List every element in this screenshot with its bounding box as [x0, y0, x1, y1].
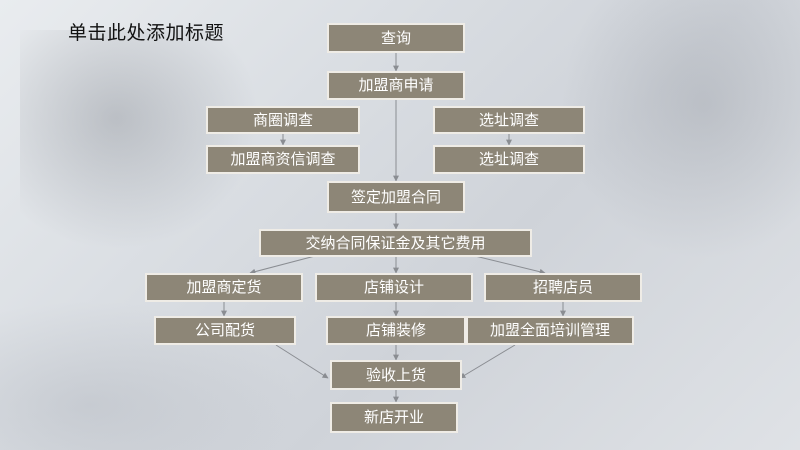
- step-store-decoration[interactable]: 店铺装修: [326, 316, 466, 345]
- slide-title[interactable]: 单击此处添加标题: [68, 22, 225, 44]
- step-recruit-staff[interactable]: 招聘店员: [484, 273, 642, 302]
- step-franchise-application[interactable]: 加盟商申请: [327, 71, 465, 100]
- arrow-training-to-inspect: [459, 344, 516, 379]
- step-query[interactable]: 查询: [327, 23, 465, 53]
- step-company-delivery[interactable]: 公司配货: [154, 316, 296, 345]
- arrow-deposit-to-recruit: [474, 255, 546, 275]
- step-store-opening[interactable]: 新店开业: [330, 402, 458, 433]
- step-sign-contract[interactable]: 签定加盟合同: [327, 181, 465, 213]
- arrow-delivery-to-inspect: [275, 344, 329, 379]
- step-franchisee-order[interactable]: 加盟商定货: [145, 273, 303, 302]
- step-credit-investigation[interactable]: 加盟商资信调查: [206, 145, 360, 174]
- step-trade-area-survey[interactable]: 商圈调查: [206, 106, 360, 134]
- step-pay-deposit[interactable]: 交纳合同保证金及其它费用: [259, 229, 532, 257]
- step-inspection-stocking[interactable]: 验收上货: [330, 360, 462, 390]
- step-store-design[interactable]: 店铺设计: [315, 273, 473, 302]
- arrow-deposit-to-order: [249, 255, 316, 275]
- step-site-survey-b[interactable]: 选址调查: [433, 145, 585, 174]
- step-full-training[interactable]: 加盟全面培训管理: [466, 316, 634, 345]
- step-site-survey-a[interactable]: 选址调查: [433, 106, 585, 134]
